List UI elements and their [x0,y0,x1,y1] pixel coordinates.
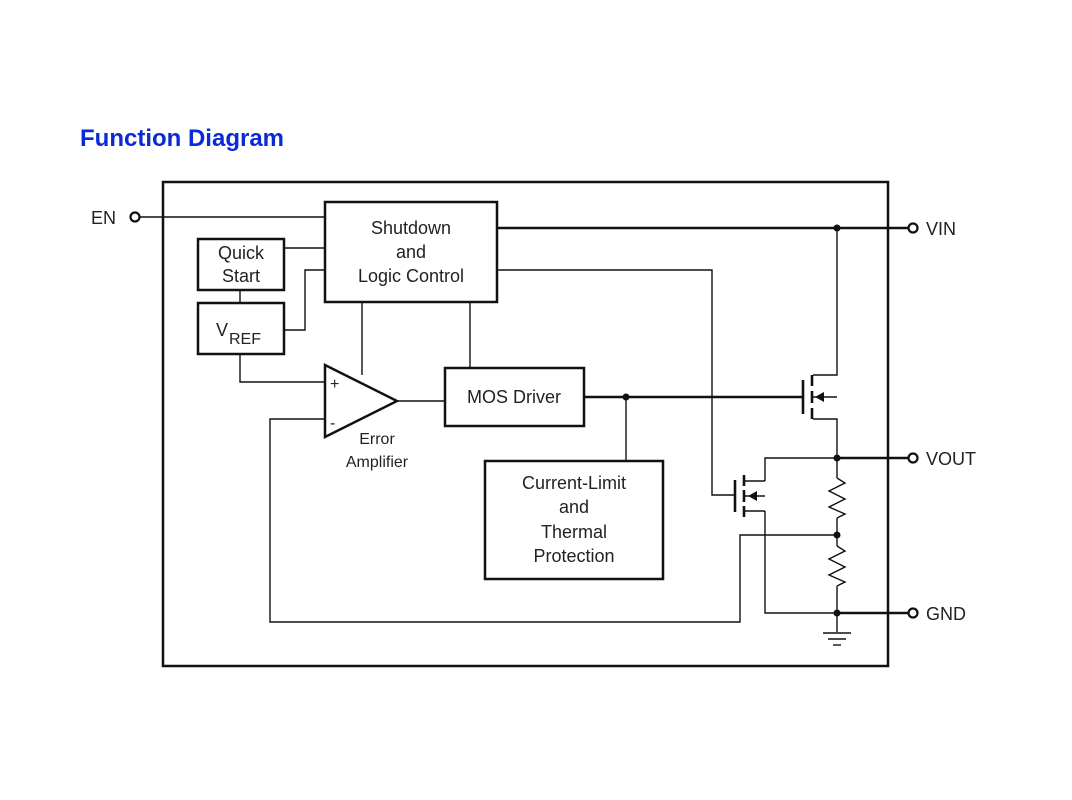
gnd-pin [907,607,919,619]
current-limit-label-3: Thermal [541,522,607,542]
quick-start-label-1: Quick [218,243,265,263]
vref-subscript: REF [229,331,261,348]
shutdown-label-1: Shutdown [371,218,451,238]
pmos-pass-transistor [801,375,837,419]
gnd-pin-label: GND [926,604,966,624]
nmos-pulldown-transistor [733,475,765,517]
feedback-resistor-1 [827,477,847,519]
shutdown-logic-block [323,200,499,304]
current-limit-label-4: Protection [533,546,614,566]
page-title: Function Diagram [80,125,285,152]
current-limit-block [483,459,665,581]
en-pin-label: EN [91,208,116,228]
chip-outline [161,180,890,668]
error-amp-label-1: Error [359,431,395,448]
shutdown-label-2: and [396,242,426,262]
shutdown-label-3: Logic Control [358,266,464,286]
vout-pin [907,452,919,464]
vout-pin-label: VOUT [926,449,976,469]
mos-driver-label: MOS Driver [467,387,561,407]
amp-plus-sign: + [330,376,339,393]
error-amp-label-2: Amplifier [346,454,409,471]
current-limit-label-1: Current-Limit [522,473,626,493]
mos-driver-block [443,366,586,428]
error-amplifier [323,362,400,440]
vref-block [196,301,286,356]
ground-symbol [823,632,851,646]
feedback-resistor-2 [827,545,847,587]
quick-start-label-2: Start [222,266,260,286]
junction-dots [622,224,841,617]
vin-pin-label: VIN [926,219,956,239]
vref-label: V [216,320,228,340]
vin-pin [907,222,919,234]
quick-start-block [196,237,286,292]
current-limit-label-2: and [559,497,589,517]
amp-minus-sign: - [330,415,335,432]
en-pin [129,211,141,223]
